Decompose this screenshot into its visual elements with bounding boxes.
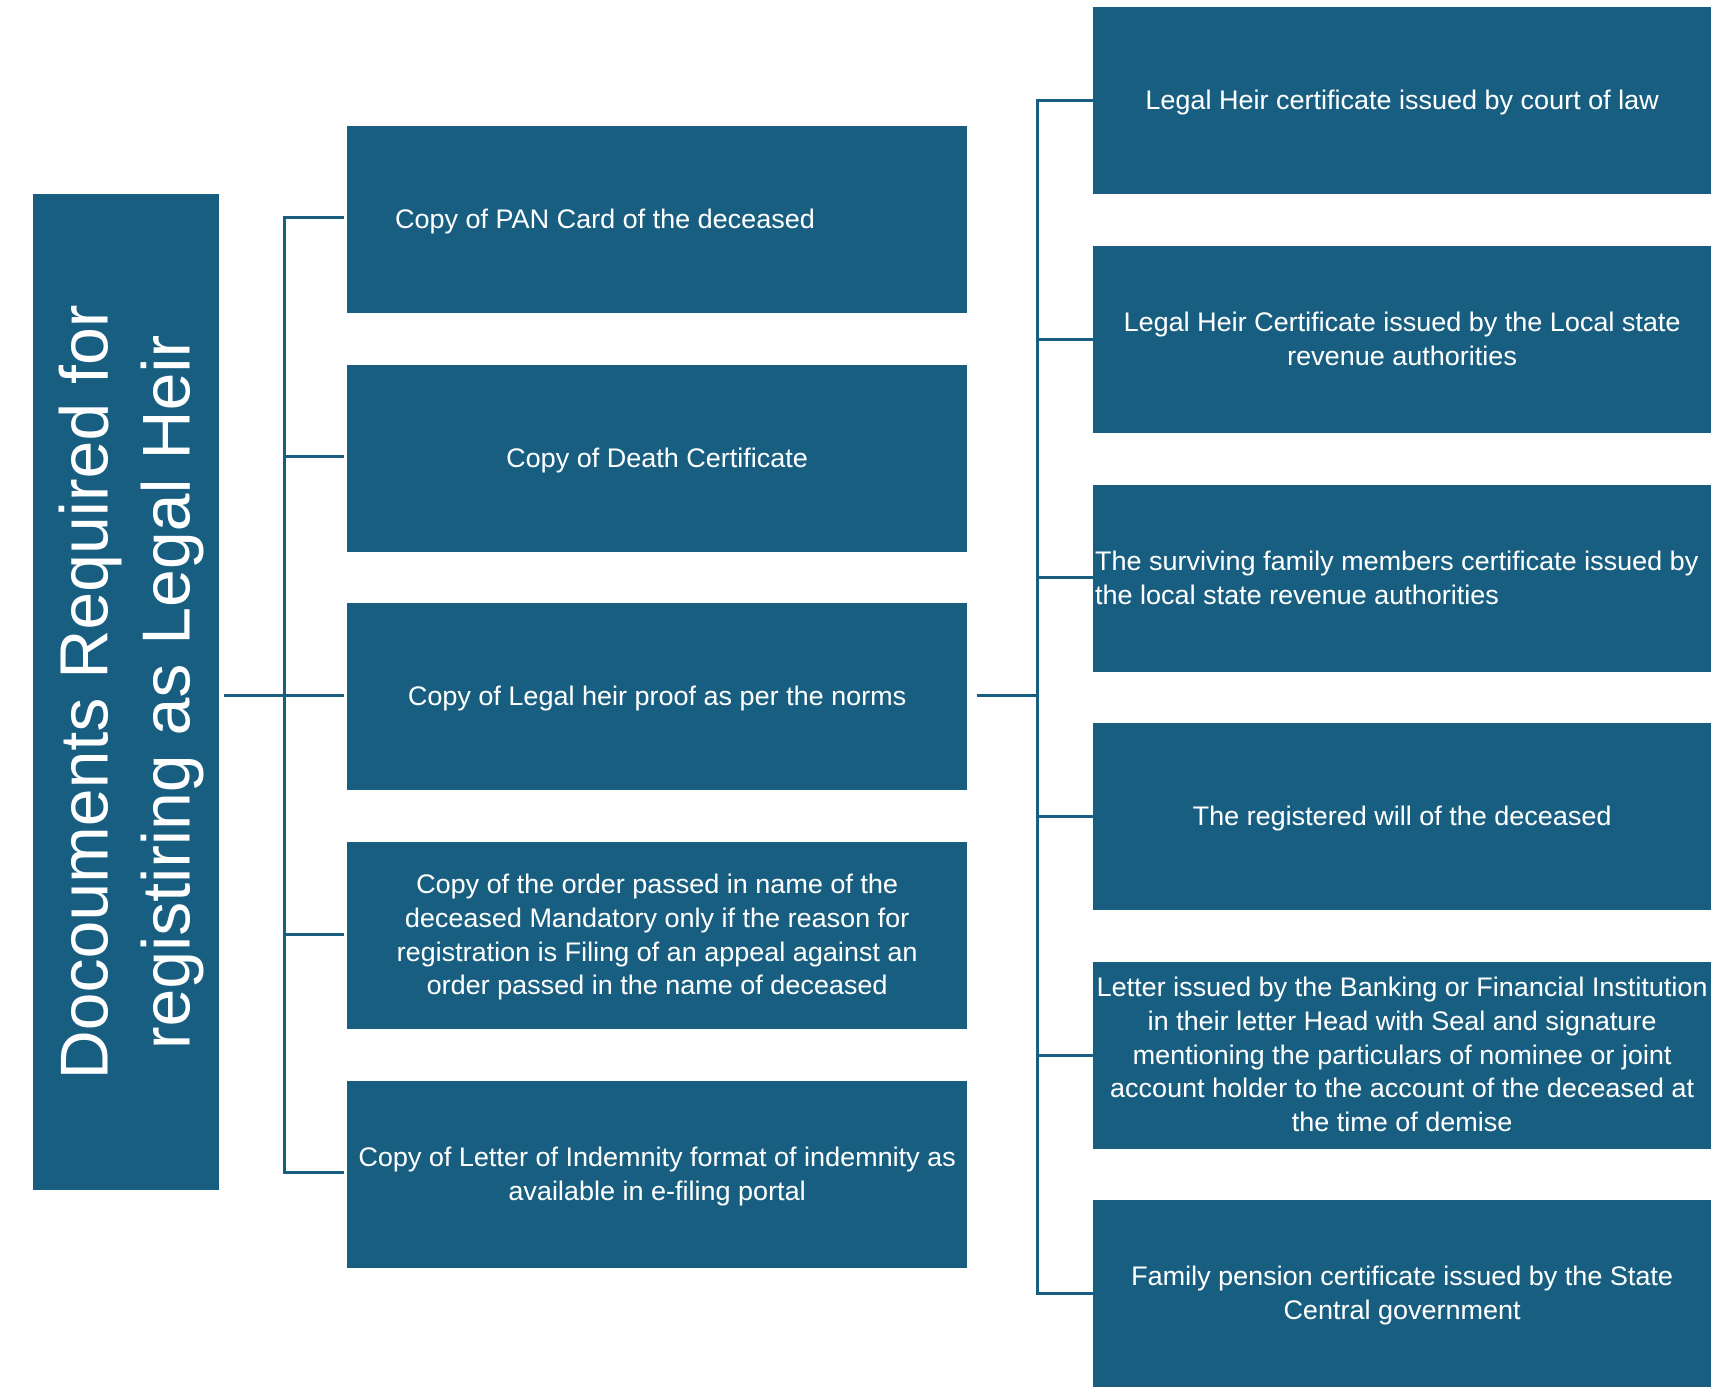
connector-middle-branch-3 [283,694,344,697]
connector-middle-branch-4 [283,933,344,936]
middle-item-label: Copy of the order passed in name of the … [396,869,918,1001]
middle-item-letter-of-indemnity: Copy of Letter of Indemnity format of in… [347,1081,967,1268]
middle-item-legal-heir-proof: Copy of Legal heir proof as per the norm… [347,603,967,790]
connector-right-branch-2 [1036,338,1098,341]
right-item-label: Legal Heir Certificate issued by the Loc… [1123,306,1681,371]
connector-right-branch-4 [1036,815,1098,818]
right-item-label: Family pension certificate issued by the… [1131,1260,1673,1325]
connector-right-spine [1036,99,1039,1295]
right-item-bank-letter: Letter issued by the Banking or Financia… [1093,962,1711,1149]
root-label-line1: Docouments Required for [46,304,123,1080]
middle-item-label: Copy of Letter of Indemnity format of in… [358,1141,956,1206]
connector-right-branch-1 [1036,99,1098,102]
right-item-label: Letter issued by the Banking or Financia… [1096,972,1708,1138]
root-label-line2: registiring as Legal Heir [128,334,204,1050]
root-label: Docouments Required for registiring as L… [44,194,207,1190]
right-item-surviving-family-certificate: The surviving family members certificate… [1093,485,1711,672]
middle-item-death-certificate: Copy of Death Certificate [347,365,967,552]
connector-right-branch-6 [1036,1292,1098,1295]
connector-middle-branch-2 [283,455,344,458]
right-item-label: The registered will of the deceased [1192,800,1612,831]
middle-item-label: Copy of Legal heir proof as per the norm… [407,680,907,711]
middle-item-label: Copy of PAN Card of the deceased [395,203,815,234]
right-item-label: The surviving family members certificate… [1095,545,1699,610]
middle-item-pan-card: Copy of PAN Card of the deceased [347,126,967,313]
right-item-revenue-certificate: Legal Heir Certificate issued by the Loc… [1093,246,1711,433]
middle-item-order-passed: Copy of the order passed in name of the … [347,842,967,1029]
right-item-registered-will: The registered will of the deceased [1093,723,1711,910]
right-item-label: Legal Heir certificate issued by court o… [1145,84,1659,115]
connector-right-branch-5 [1036,1054,1098,1057]
right-item-family-pension-certificate: Family pension certificate issued by the… [1093,1200,1711,1387]
connector-root-stub [224,694,286,697]
right-item-court-certificate: Legal Heir certificate issued by court o… [1093,7,1711,194]
connector-right-branch-3 [1036,576,1098,579]
connector-middle-branch-1 [283,216,344,219]
connector-middle-branch-5 [283,1171,344,1174]
middle-item-label: Copy of Death Certificate [506,442,808,473]
root-node: Docouments Required for registiring as L… [33,194,219,1190]
connector-proof-stub [977,694,1039,697]
